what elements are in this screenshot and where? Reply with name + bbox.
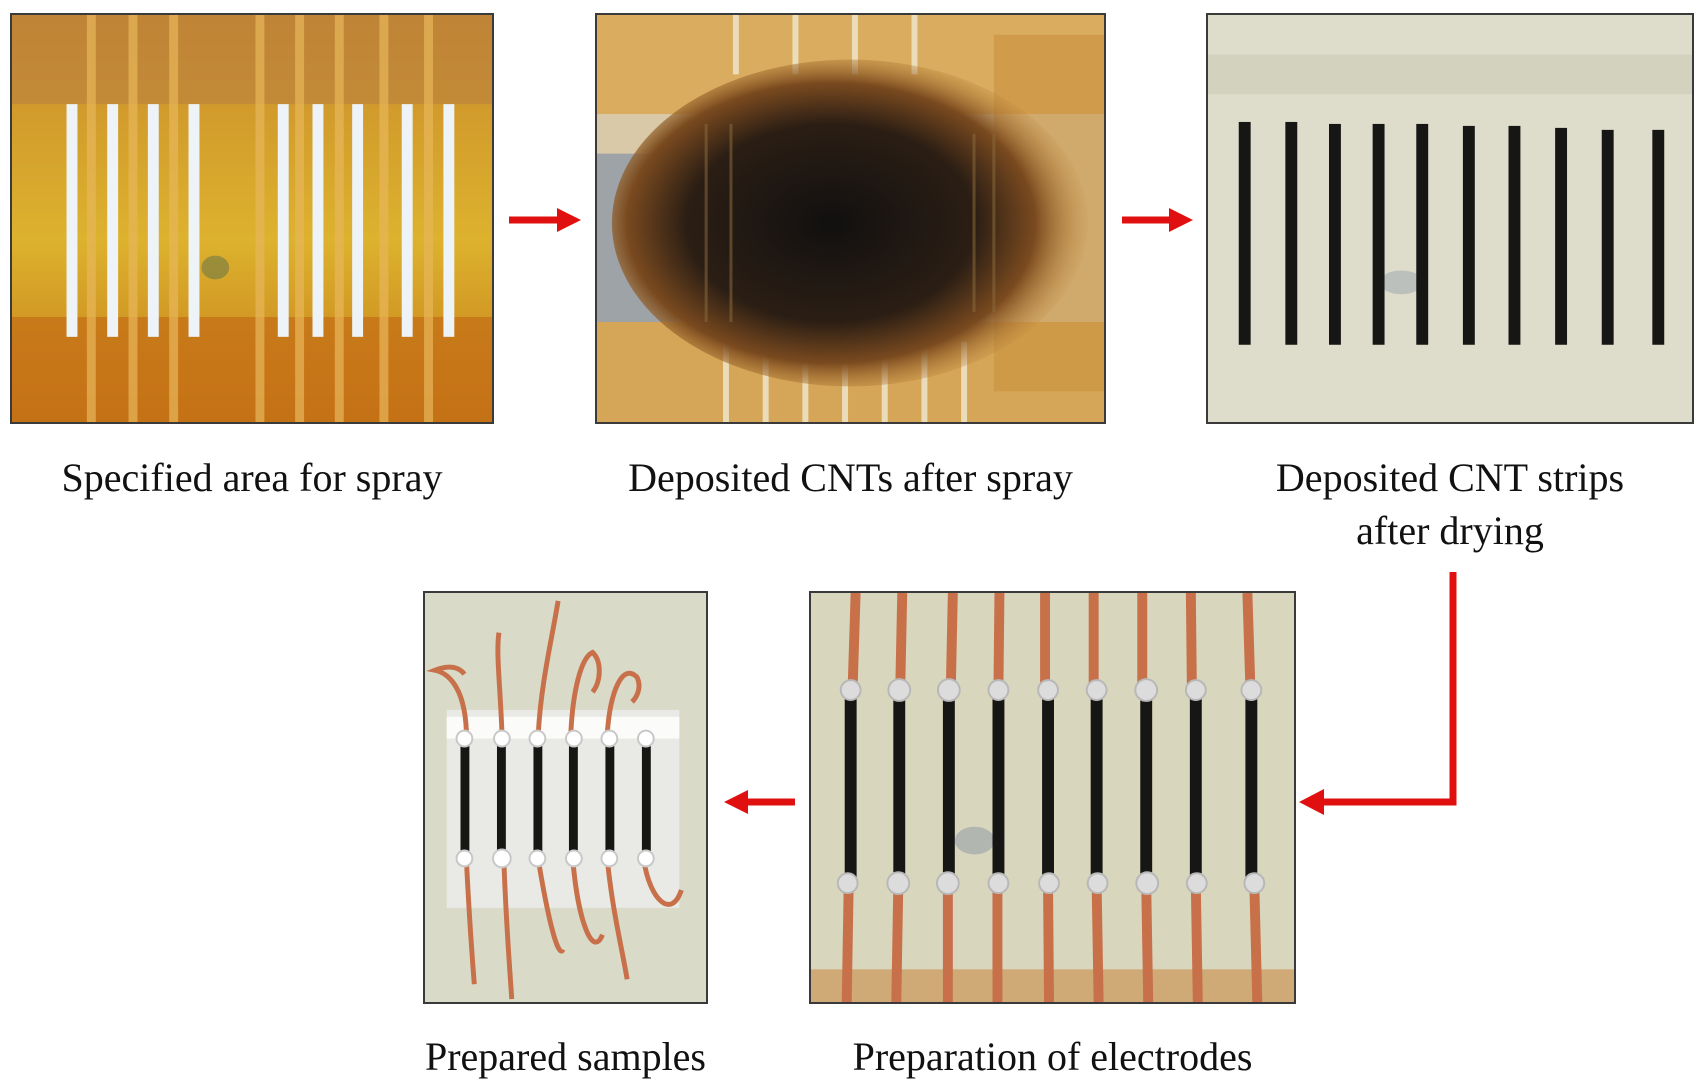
caption-electrode-preparation: Preparation of electrodes: [852, 1034, 1253, 1079]
arrow-step3-to-step4: [1299, 572, 1457, 815]
samples-illustration: [425, 593, 706, 1002]
caption-dried-strips-line2: after drying: [1356, 507, 1544, 553]
photo-dried-cnt-strips: [1206, 13, 1694, 424]
caption-prepared-samples: Prepared samples: [424, 1034, 706, 1079]
photo-prepared-samples: [423, 591, 708, 1004]
photo-deposited-cnts: [595, 13, 1106, 424]
caption-deposited-cnts: Deposited CNTs after spray: [628, 455, 1073, 500]
arrow-step2-to-step3: [1122, 208, 1193, 232]
cnt-strips-illustration: [1208, 15, 1692, 422]
caption-specified-area: Specified area for spray: [61, 455, 443, 500]
arrow-step4-to-step5: [724, 790, 795, 814]
photo-specified-area: [10, 13, 494, 424]
sprayed-cnt-illustration: [597, 15, 1104, 422]
photo-electrode-preparation: [809, 591, 1296, 1004]
caption-dried-strips: Deposited CNT strips after drying: [1206, 452, 1694, 558]
arrow-step1-to-step2: [509, 208, 581, 232]
kapton-mask-illustration: [12, 15, 492, 422]
caption-dried-strips-line1: Deposited CNT strips: [1275, 455, 1625, 500]
electrode-illustration: [811, 593, 1294, 1002]
